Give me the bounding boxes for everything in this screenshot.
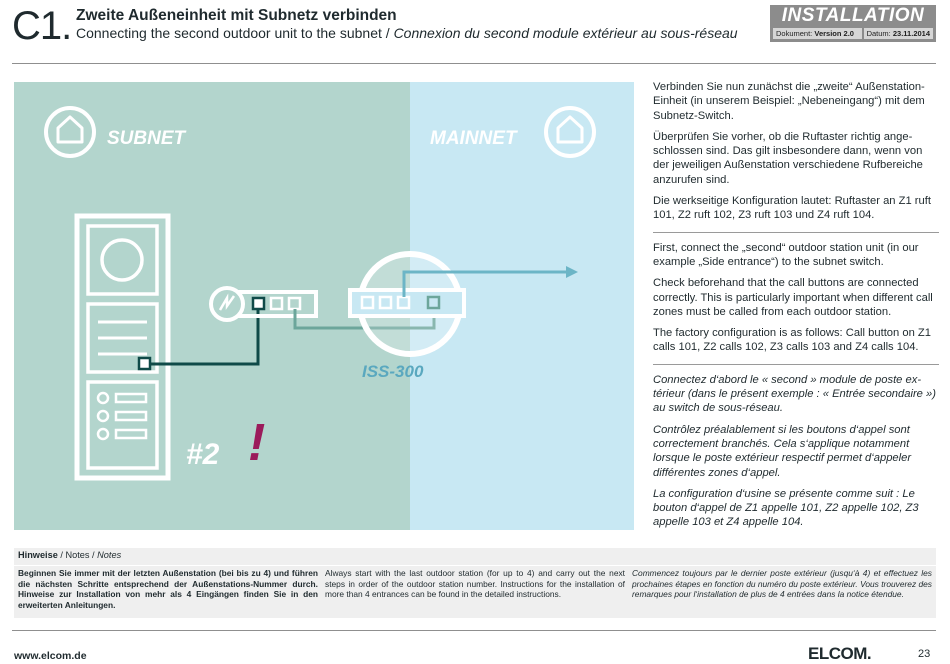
badge-title: INSTALLATION (781, 5, 925, 26)
paragraph-fr-3: La configuration d‘usine se présente com… (653, 487, 919, 529)
subnet-switch-icon (209, 286, 318, 322)
badge-meta: Dokument: Version 2.0 Datum: 23.11.2014 (773, 28, 933, 39)
page-number: 23 (918, 648, 931, 660)
paragraph-de-3: Die werkseitige Konfiguration lautet: Ru… (653, 195, 931, 222)
paragraph-en-2: Check beforehand that the call buttons a… (653, 277, 933, 318)
subtitle-en: Connecting the second outdoor unit to th… (76, 25, 390, 41)
subnet-label: SUBNET (107, 128, 187, 149)
language-divider (653, 363, 939, 365)
page-title: Zweite Außeneinheit mit Subnetz verbinde… (76, 7, 397, 24)
note-de: Beginnen Sie immer mit der letzten Außen… (18, 568, 318, 610)
iss-300-switch-icon (348, 251, 466, 357)
paragraph-fr-2: Contrôlez préalablement si les boutons d… (653, 423, 912, 479)
notes-heading: Hinweise / Notes / Notes (18, 550, 122, 560)
footer-divider (12, 630, 936, 631)
page-subtitle: Connecting the second outdoor unit to th… (76, 25, 738, 41)
paragraph-de-2: Überprüfen Sie vorher, ob die Ruftaster … (653, 130, 923, 186)
instructions-fr: Connectez d‘abord le « second » module d… (653, 373, 939, 530)
outdoor-station-icon (74, 213, 171, 481)
alert-icon: ! (248, 414, 265, 472)
mainnet-label: MAINNET (430, 128, 518, 149)
notes-divider (14, 565, 936, 566)
badge-date: Datum: 23.11.2014 (863, 28, 933, 39)
language-divider (653, 231, 939, 233)
subnet-house-icon (44, 106, 96, 158)
unit-number: #2 (186, 438, 220, 471)
note-fr: Commencez toujours par le dernier poste … (632, 568, 932, 599)
connection-diagram: SUBNET MAINNET (14, 82, 634, 530)
elcom-logo: ELCOM. (808, 644, 872, 663)
mainnet-house-icon (544, 106, 596, 158)
paragraph-de-1: Verbinden Sie nun zunächst die „zweite“ … (653, 81, 925, 122)
mainnet-cable (402, 270, 566, 297)
switch-label: ISS-300 (362, 362, 424, 381)
section-code: C1. (12, 4, 72, 48)
instructions-column: Verbinden Sie nun zunächst die „zweite“ … (653, 80, 939, 537)
subnet-cable (150, 302, 260, 366)
instructions-en: First, connect the „second“ outdoor stat… (653, 241, 939, 355)
note-en: Always start with the last outdoor stati… (325, 568, 625, 599)
paragraph-en-1: First, connect the „second“ outdoor stat… (653, 241, 919, 268)
badge-document: Dokument: Version 2.0 (773, 28, 862, 39)
paragraph-fr-1: Connectez d‘abord le « second » module d… (653, 373, 936, 415)
footer-url-link[interactable]: www.elcom.de (14, 650, 87, 662)
subtitle-fr: Connexion du second module extérieur au … (393, 25, 738, 41)
paragraph-en-3: The factory configuration is as follows:… (653, 327, 931, 354)
installation-badge: INSTALLATION Dokument: Version 2.0 Datum… (770, 5, 936, 42)
header-divider (12, 63, 936, 64)
instructions-de: Verbinden Sie nun zunächst die „zweite“ … (653, 80, 939, 223)
arrow-right-icon (566, 266, 578, 278)
notes-box: Hinweise / Notes / Notes Beginnen Sie im… (14, 548, 936, 618)
